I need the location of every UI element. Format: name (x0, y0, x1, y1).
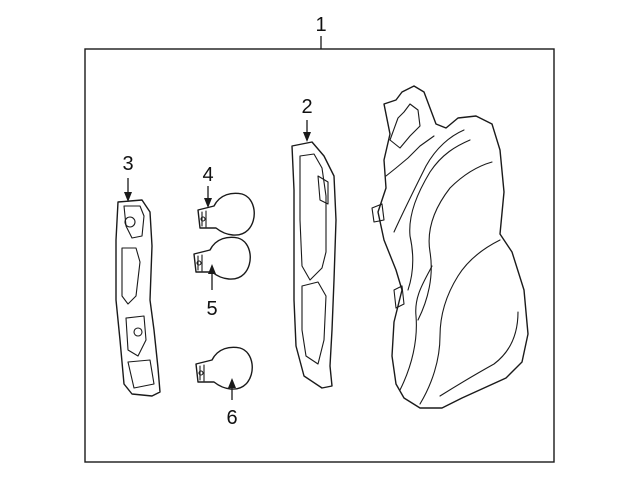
callout-3: 3 (122, 153, 133, 175)
arrowhead-2 (303, 132, 311, 142)
arrowhead-5 (208, 264, 216, 274)
arrowhead-6 (228, 378, 236, 388)
callout-1: 1 (315, 14, 326, 36)
bulb-upper (197, 192, 255, 236)
lens-gasket (291, 141, 337, 389)
arrowhead-4 (204, 198, 212, 208)
callout-6: 6 (226, 407, 237, 429)
lamp-housing (371, 85, 529, 409)
bulb-lower (195, 346, 253, 390)
callout-5: 5 (206, 298, 217, 320)
bulb-middle (193, 236, 251, 280)
assembly-frame (84, 48, 555, 463)
callout-4: 4 (202, 164, 213, 186)
callout-2: 2 (301, 96, 312, 118)
arrowhead-3 (124, 192, 132, 202)
bulb-socket-panel (115, 199, 161, 397)
